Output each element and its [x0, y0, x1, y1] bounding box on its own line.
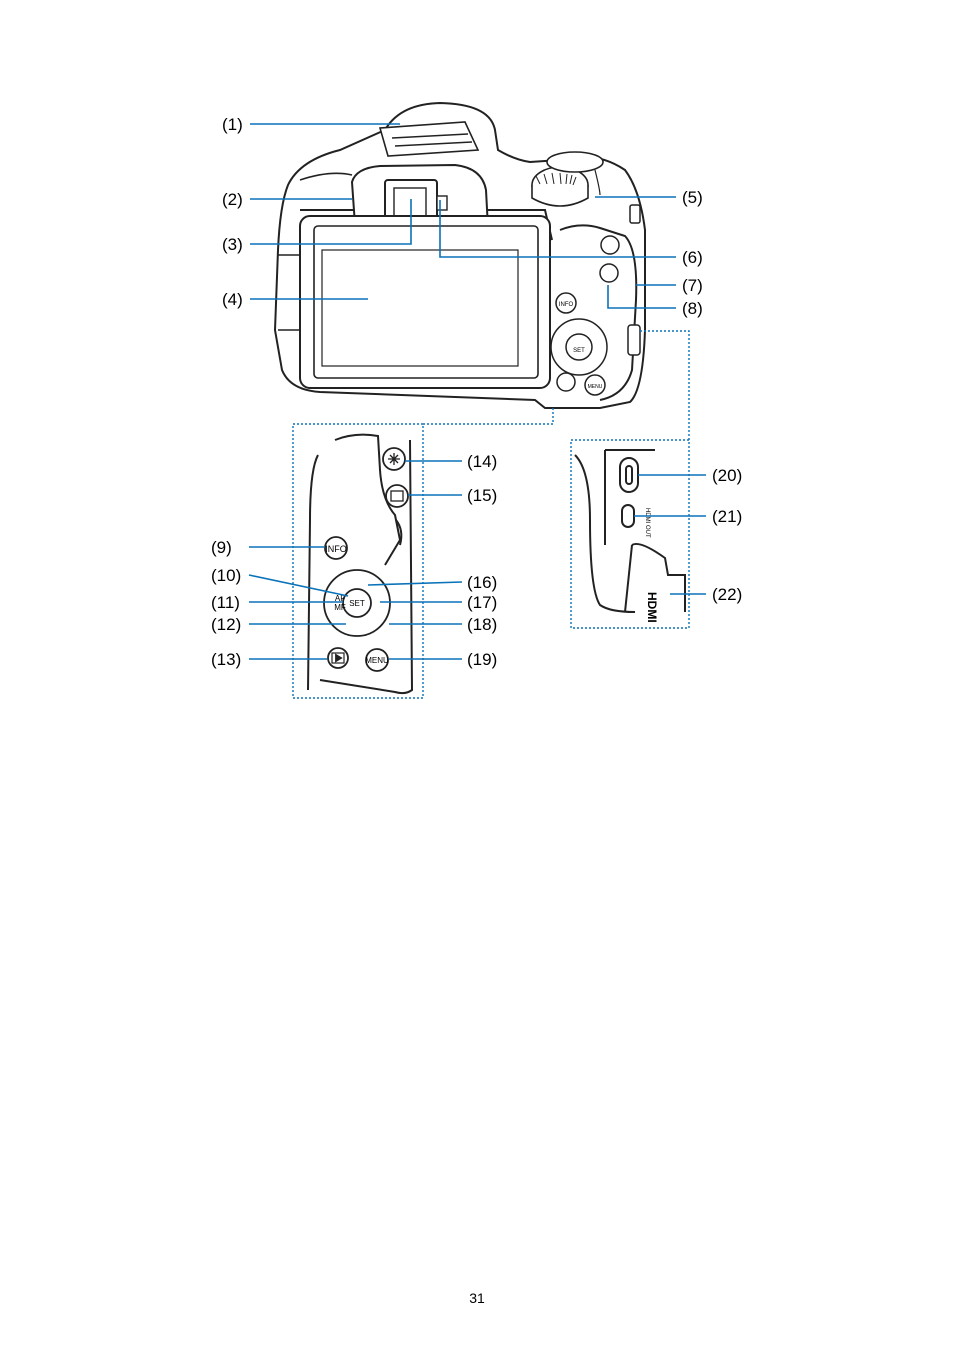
- main-dial: [531, 151, 604, 207]
- callout-10: (10): [211, 566, 241, 585]
- callout-14: (14): [467, 452, 497, 471]
- callout-2: (2): [222, 190, 243, 209]
- callout-18: (18): [467, 615, 497, 634]
- callout-15: (15): [467, 486, 497, 505]
- callout-7: (7): [682, 276, 703, 295]
- svg-text:HDMI OUT: HDMI OUT: [644, 508, 650, 538]
- callout-17: (17): [467, 593, 497, 612]
- callout-6: (6): [682, 248, 703, 267]
- callout-labels: (1) (2) (3) (4) (5) (6) (7) (8) (9) (10)…: [211, 115, 742, 669]
- inset-quick-control-dial: [323, 569, 391, 637]
- rear-buttons-overview: [550, 204, 641, 396]
- inset-magnify-button: [382, 447, 406, 471]
- detail-inset-terminals: [570, 330, 690, 629]
- callout-13: (13): [211, 650, 241, 669]
- callout-1: (1): [222, 115, 243, 134]
- callout-11: (11): [211, 593, 240, 612]
- camera-rear-diagram: INFO MENU SET INFO SET AF MF: [211, 101, 742, 699]
- callout-21: (21): [712, 507, 742, 526]
- hdmi-port: [621, 504, 635, 528]
- leader-lines: [248, 123, 706, 660]
- svg-text:MENU: MENU: [365, 656, 389, 665]
- callout-22: (22): [712, 585, 742, 604]
- hot-shoe: [378, 121, 480, 157]
- inset-playback-button: [327, 647, 349, 669]
- callout-3: (3): [222, 235, 243, 254]
- callout-8: (8): [682, 299, 703, 318]
- svg-text:SET: SET: [573, 348, 585, 354]
- svg-text:MENU: MENU: [588, 384, 603, 390]
- detail-inset-buttons: [292, 408, 554, 699]
- inset-af-point-button: [385, 484, 409, 508]
- page-number: 31: [469, 1290, 485, 1306]
- callout-9: (9): [211, 538, 232, 557]
- svg-text:MF: MF: [334, 603, 346, 612]
- callout-12: (12): [211, 615, 241, 634]
- svg-text:HDMI: HDMI: [645, 592, 659, 623]
- callout-16: (16): [467, 573, 497, 592]
- left-side-panel: [278, 172, 353, 331]
- svg-text:INFO: INFO: [325, 544, 347, 554]
- callout-20: (20): [712, 466, 742, 485]
- inset-dial-labels: SET AF MF: [334, 594, 365, 612]
- svg-text:AF: AF: [335, 594, 345, 603]
- callout-19: (19): [467, 650, 497, 669]
- usb-port: [619, 457, 639, 493]
- svg-text:INFO: INFO: [559, 302, 574, 308]
- lcd-monitor: [299, 215, 551, 389]
- callout-5: (5): [682, 188, 703, 207]
- svg-text:SET: SET: [349, 599, 365, 608]
- inset-menu-button: MENU: [365, 648, 389, 672]
- port-labels: HDMI HDMI OUT: [644, 508, 659, 623]
- rear-button-glyphs-overview: INFO MENU SET: [559, 302, 603, 390]
- callout-4: (4): [222, 290, 243, 309]
- inset-info-button: INFO: [324, 536, 348, 560]
